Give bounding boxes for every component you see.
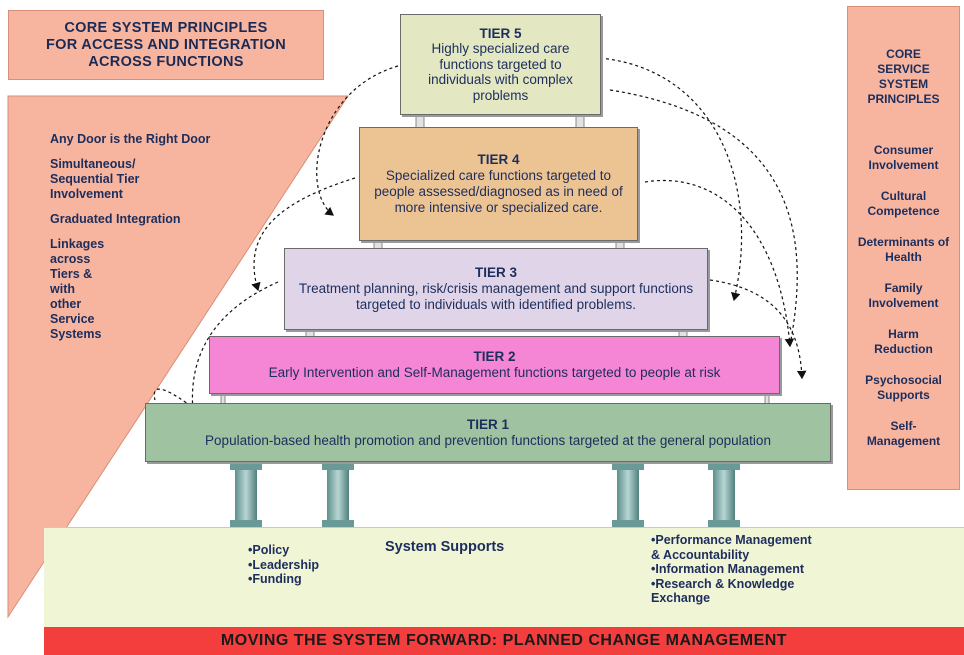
heading-line-4: PRINCIPLES — [867, 92, 940, 106]
tier-1-text: Population-based health promotion and pr… — [205, 432, 771, 448]
planned-change-banner: MOVING THE SYSTEM FORWARD: PLANNED CHANG… — [44, 627, 964, 655]
support-item: & Accountability — [651, 547, 750, 562]
title-line-1: CORE SYSTEM PRINCIPLES — [64, 19, 268, 36]
principle-consumer-involvement: Consumer Involvement — [868, 143, 939, 172]
tier-5-text: Highly specialized care functions target… — [428, 41, 573, 103]
system-supports-right-list: •Performance Management & Accountability… — [651, 533, 812, 606]
support-item: •Research & Knowledge — [651, 576, 795, 591]
principle-harm-reduction: Harm Reduction — [874, 327, 933, 356]
core-service-principles-heading: CORE SERVICE SYSTEM PRINCIPLES — [848, 47, 959, 107]
tier-2-box: TIER 2 Early Intervention and Self-Manag… — [209, 336, 780, 394]
tier-2-title: TIER 2 — [473, 349, 516, 364]
tier-2-text: Early Intervention and Self-Management f… — [268, 365, 721, 380]
tier-3-title: TIER 3 — [474, 265, 517, 280]
support-item: •Information Management — [651, 562, 804, 576]
principle-cultural-competence: Cultural Competence — [867, 189, 940, 218]
system-supports-title: System Supports — [385, 539, 505, 555]
tier-5-box: TIER 5 Highly specialized care functions… — [400, 14, 601, 115]
support-item: •Performance Management — [651, 533, 812, 547]
support-pillars — [230, 462, 740, 527]
support-item: Exchange — [651, 591, 711, 605]
heading-line-1: CORE — [886, 47, 921, 61]
principle-psychosocial-supports: Psychosocial Supports — [865, 373, 942, 402]
support-item: •Policy — [248, 543, 290, 557]
support-item: •Leadership — [248, 557, 320, 572]
core-system-principles-title: CORE SYSTEM PRINCIPLES FOR ACCESS AND IN… — [8, 10, 324, 80]
principle-family-involvement: Family Involvement — [868, 281, 939, 310]
core-service-principles-panel: CORE SERVICE SYSTEM PRINCIPLES Consumer … — [847, 6, 960, 490]
tier-4-box: TIER 4 Specialized care functions target… — [359, 127, 638, 241]
support-item: •Funding — [248, 572, 302, 586]
heading-line-3: SYSTEM — [878, 77, 929, 91]
principle-any-door: Any Door is the Right Door — [50, 132, 211, 146]
tier-4-title: TIER 4 — [477, 152, 520, 167]
system-supports-band — [44, 527, 964, 628]
tier-4-text: Specialized care functions targeted to p… — [374, 168, 623, 215]
tier-1-box: TIER 1 Population-based health promotion… — [145, 403, 831, 462]
title-line-2: FOR ACCESS AND INTEGRATION — [45, 36, 287, 53]
title-line-3: ACROSS FUNCTIONS — [88, 53, 244, 70]
principle-self-management: Self-Management — [866, 419, 941, 448]
core-service-principles-list: Consumer Involvement Cultural Competence… — [848, 143, 959, 465]
system-supports-left-list: •Policy •Leadership •Funding — [248, 543, 319, 587]
principle-tier-involvement: Simultaneous/ Sequential Tier Involvemen… — [50, 157, 140, 201]
principle-linkages: Linkages across Tiers & with other Servi… — [50, 237, 105, 341]
principle-determinants-of-health: Determinants of Health — [857, 235, 950, 264]
left-principles-list: Any Door is the Right Door Simultaneous/… — [50, 132, 220, 352]
tier-3-text: Treatment planning, risk/crisis manageme… — [298, 281, 694, 312]
tier-5-title: TIER 5 — [479, 25, 522, 41]
tier-1-title: TIER 1 — [466, 416, 509, 432]
heading-line-2: SERVICE — [877, 62, 930, 76]
left-principles-triangle — [7, 95, 349, 619]
principle-graduated-integration: Graduated Integration — [50, 212, 181, 226]
tier-3-box: TIER 3 Treatment planning, risk/crisis m… — [284, 248, 708, 330]
